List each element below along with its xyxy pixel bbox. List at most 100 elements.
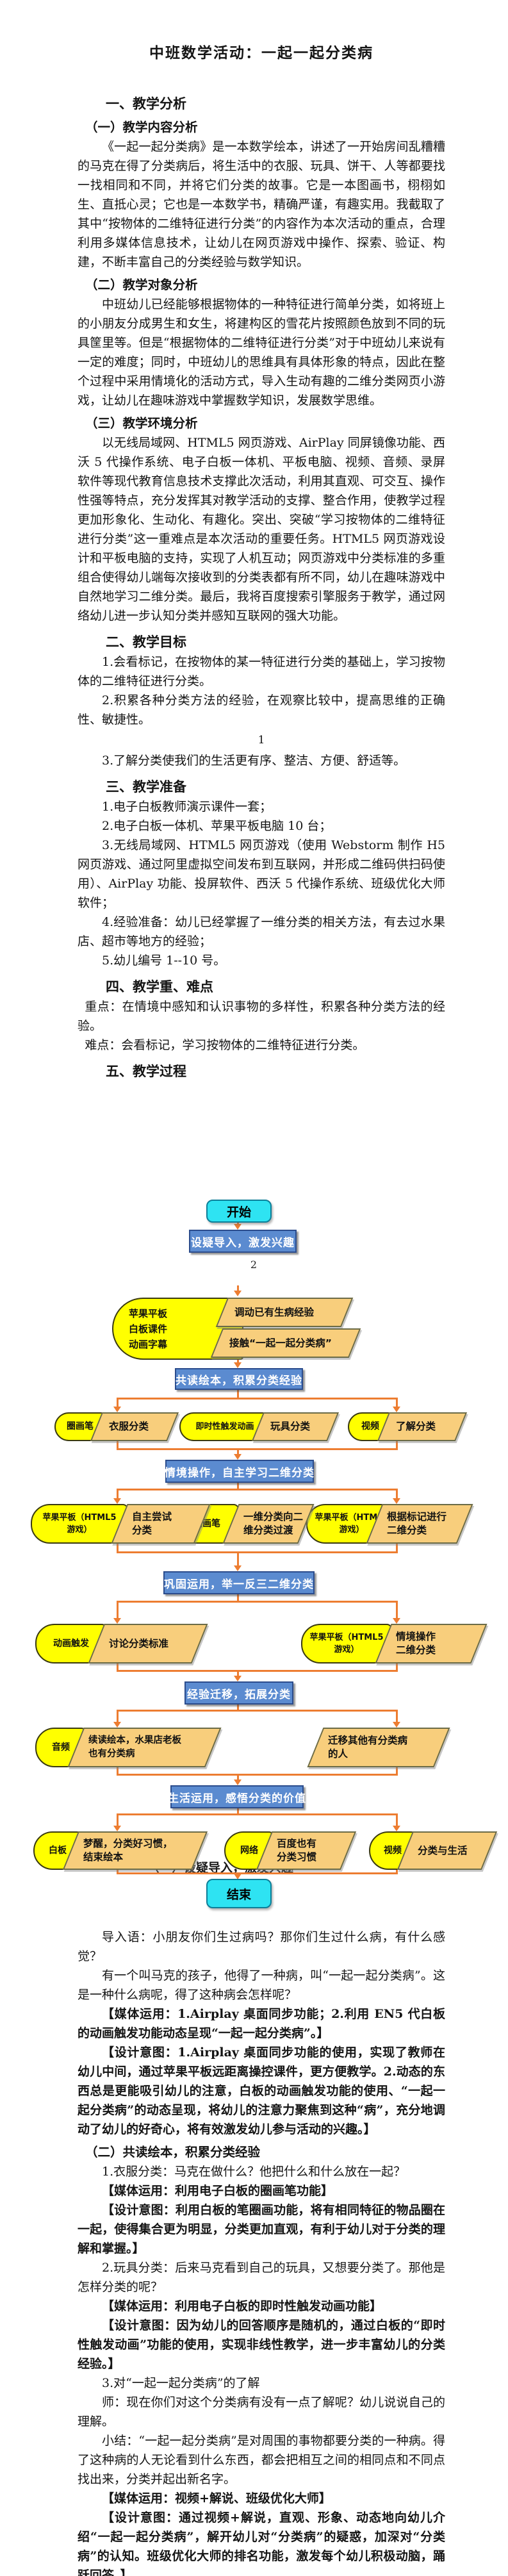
subheading-content-analysis: （一）教学内容分析 [85,120,198,135]
output-label: 调动已有生病经验 [234,1306,315,1318]
flow-step-situated-operation: 情境操作，自主学习二维分类 [165,1460,314,1483]
list-item: 2.积累各种分类方法的经验，在观察比较中，提高思维的正确性、敏捷性。 [78,693,445,727]
paragraph: 《一起一起分类病》是一本数学绘本，讲述了一开始房间乱糟糟的马克在得了分类病后，将… [78,140,445,269]
flow-line [117,1398,398,1399]
heading-teaching-preparation: 三、教学准备 [106,779,186,795]
heading-teaching-process: 五、教学过程 [106,1063,186,1079]
arrow-down-icon [113,1618,121,1624]
arrow-down-icon [113,1826,121,1831]
flow-line [117,1712,119,1722]
output-shape: 梦醒，分类好习惯， 结束绘本 [62,1831,208,1870]
scan-page-number-2: 2 [250,1259,258,1271]
flow-line [396,1664,398,1671]
design-intent-note: 【设计意图：因为幼儿的回答顺序是随机的，通过白板的“即时性触发动画”功能的使用，… [78,2318,445,2371]
output-shape: 情境操作 二维分类 [375,1624,488,1664]
flow-line [237,1285,239,1291]
flow-line [237,1358,239,1363]
flow-line [237,1390,239,1399]
output-shape: 接触“一起一起分类病” [210,1328,361,1358]
flow-step-question-intro: 设疑导入，激发兴趣 [189,1230,297,1253]
output-label: 玩具分类 [270,1421,311,1432]
flow-line [117,1872,398,1874]
flow-line [396,1767,398,1775]
flow-line [237,1553,239,1565]
flow-line [117,1664,119,1671]
flow-line [396,1399,398,1407]
flowchart-end-terminal: 结束 [206,1879,272,1908]
list-item: 3.了解分类使我们的生活更有序、整洁、方便、舒适等。 [102,754,406,768]
arrow-down-icon [113,1407,121,1412]
arrow-down-icon [234,1224,242,1230]
output-label: 讨论分类标准 [109,1637,169,1649]
arrow-down-icon [234,1676,242,1681]
list-item: 3.对“一起一起分类病”的了解 [102,2376,260,2390]
output-shape: 调动已有生病经验 [215,1298,354,1327]
heading-teaching-goals: 二、教学目标 [106,634,186,650]
media-use-note: 【媒体运用：1.Airplay 桌面同步功能；2.利用 EN5 代白板的动画触发… [78,2007,445,2040]
output-label: 接触“一起一起分类病” [229,1337,332,1349]
output-label: 衣服分类 [109,1421,149,1432]
arrow-down-icon [113,1498,121,1504]
flow-line [237,1808,239,1815]
output-label: 续读绘本，水果店老板 也有分类病 [88,1735,181,1759]
subheading-learner-analysis: （二）教学对象分析 [85,277,198,292]
design-intent-note: 【设计意图：1.Airplay 桌面同步功能的使用，实现了教师在幼儿中间，通过苹… [78,2045,445,2136]
paragraph: 以无线局域网、HTML5 网页游戏、AirPlay 同屏镜像功能、西沃 5 代操… [78,436,445,623]
flow-line [117,1399,119,1407]
list-item: 5.幼儿编号 1--10 号。 [102,954,226,968]
output-shape: 了解分类 [377,1412,468,1441]
flow-step-life-application: 生活运用，感悟分类的价值 [168,1785,306,1808]
output-shape: 一维分类向二 维分类过渡 [222,1504,315,1544]
heading-key-difficult-points: 四、教学重、难点 [106,978,213,995]
flow-line [117,1813,398,1815]
arrow-down-icon [234,1291,242,1296]
media-use-note: 【媒体运用：利用电子白板的即时性触发动画功能】 [102,2299,382,2313]
flow-line [237,1223,239,1225]
output-shape: 分类与生活 [397,1831,498,1870]
flow-line [117,1544,119,1553]
flow-line [117,1603,119,1618]
output-shape: 根据标记进行 二维分类 [366,1504,473,1544]
media-use-note: 【媒体运用：视频+解说、班级优化大师】 [102,2491,331,2506]
page-title: 中班数学活动：一起一起分类病 [149,44,373,62]
list-item: 3.无线局域网、HTML5 网页游戏（使用 Webstorm 制作 H5 网页游… [78,838,445,910]
flow-line [396,1490,398,1498]
output-label: 梦醒，分类好习惯， 结束绘本 [83,1838,173,1863]
design-intent-note: 【设计意图：通过视频+解说，直观、形象、动态地向幼儿介绍“一起一起分类病”，解开… [78,2511,445,2576]
output-shape: 百度也有 分类习惯 [256,1831,357,1870]
page-number-1: 1 [258,734,265,747]
arrow-down-icon [234,1454,242,1460]
flow-line [396,1870,398,1874]
output-label: 分类与生活 [418,1844,468,1856]
flow-line [117,1448,398,1450]
summary-line: 小结：“一起一起分类病”是对周围的事物都要分类的一种病。得了这种病的人无论看到什… [78,2434,445,2486]
flow-line [117,1490,119,1498]
output-shape: 讨论分类标准 [88,1624,208,1664]
tool-shape-ipad-html5-game: 苹果平板（HTML5 游戏） [31,1504,128,1544]
flow-step-shared-reading: 共读绘本，积累分类经验 [175,1368,303,1390]
arrow-down-icon [393,1498,400,1504]
media-use-note: 【媒体运用：利用电子白板的圈画笔功能】 [102,2184,334,2198]
flow-line [117,1870,119,1874]
arrow-down-icon [393,1722,400,1728]
key-point-line: 重点：在情境中感知和认识事物的多样性，积累各种分类方法的经验。 [78,1000,445,1033]
flow-line [237,1705,239,1711]
output-shape: 自主尝试 分类 [111,1504,211,1544]
intro-speech-line: 导入语：小朋友你们生过病吗？那你们生过什么病，有什么感觉？ [78,1930,445,1963]
arrow-down-icon [113,1722,121,1728]
document-upper-text: 中班数学活动：一起一起分类病 一、教学分析 （一）教学内容分析 《一起一起分类病… [78,41,445,1082]
output-label: 根据标记进行 二维分类 [387,1511,447,1536]
arrow-down-icon [234,1362,242,1368]
document-lower-text: 导入语：小朋友你们生过病吗？那你们生过什么病，有什么感觉？ 有一个叫马克的孩子，… [78,1928,445,2576]
arrow-down-icon [234,1565,242,1571]
list-item: 4.经验准备：幼儿已经掌握了一维分类的相关方法，有去过水果店、超市等地方的经验； [78,915,445,948]
flow-line [117,1670,398,1672]
flow-line [117,1551,398,1553]
flow-line [396,1544,398,1553]
flow-line [396,1815,398,1826]
flow-line [396,1712,398,1722]
output-label: 情境操作 二维分类 [396,1631,436,1656]
output-label: 迁移其他有分类病 的人 [328,1735,408,1760]
